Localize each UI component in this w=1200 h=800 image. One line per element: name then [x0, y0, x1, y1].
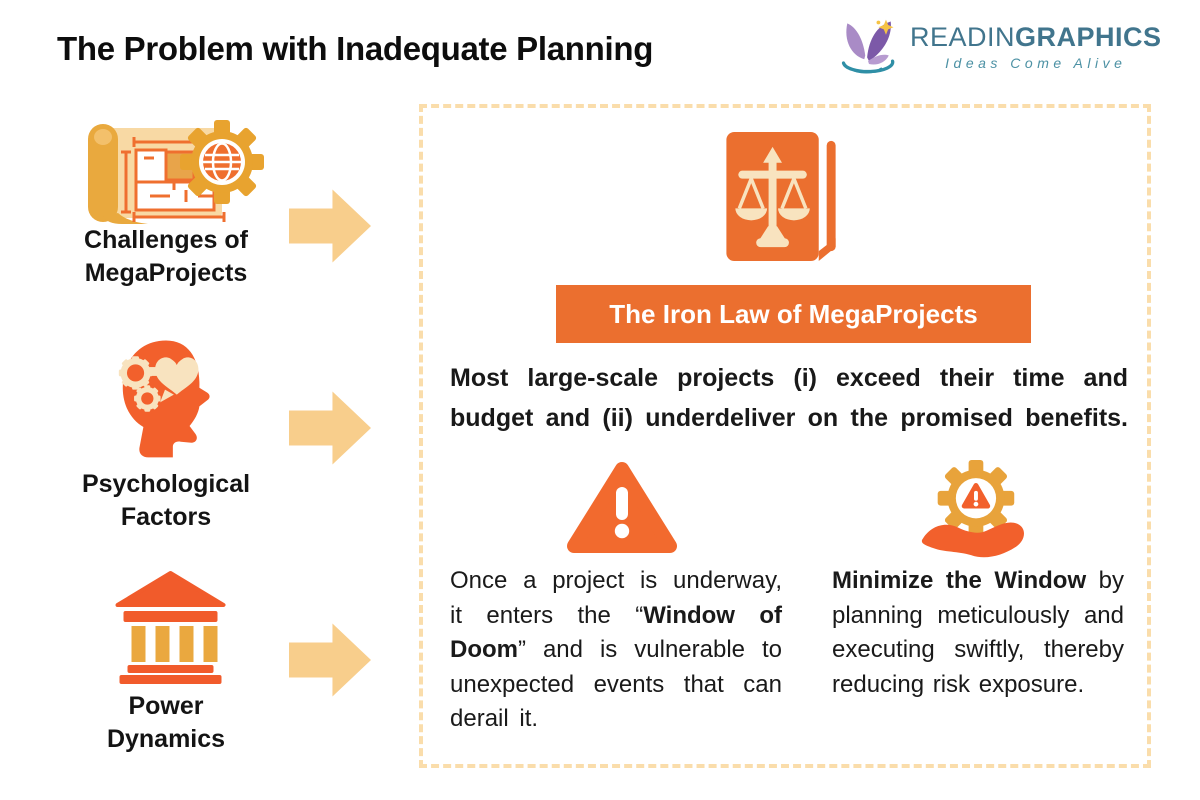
sidebar-item-psychological-line1: Psychological: [81, 470, 251, 498]
brand-tagline: Ideas Come Alive: [945, 55, 1127, 72]
doom-text-after: ” and is vulnerable to unexpected events…: [450, 636, 782, 732]
minimize-text-after: by planning meticulously and executing s…: [832, 567, 1125, 698]
sidebar-item-psychological-line2: Factors: [120, 503, 212, 531]
minimize-bold-phrase: Minimize the Window: [832, 567, 1087, 594]
doom-text-before: Once a project is underway, it enters th…: [450, 567, 782, 629]
brand-name: READINGRAPHICS: [910, 21, 1162, 53]
page-title: The Problem with Inadequate Planning: [57, 30, 654, 67]
iron-law-banner: The Iron Law of MegaProjects: [556, 285, 1031, 343]
sidebar-item-power-line2: Dynamics: [106, 725, 226, 753]
sidebar-item-power-line1: Power: [128, 692, 204, 720]
brand-name-regular: READIN: [910, 21, 1016, 52]
bank-building-icon: [115, 571, 226, 684]
brand-logo: READINGRAPHICS Ideas Come Alive: [836, 14, 1162, 80]
gear-in-hand-icon: [921, 459, 1024, 558]
window-of-doom-text: Once a project is underway, it enters th…: [450, 564, 782, 737]
iron-law-text: Most large-scale projects (i) exceed the…: [450, 364, 1128, 432]
right-arrow-icon: [289, 623, 371, 697]
minimize-window-text: Minimize the Window by planning meticulo…: [832, 564, 1124, 702]
brand-logo-text: READINGRAPHICS Ideas Come Alive: [910, 21, 1162, 72]
iron-law-panel: The Iron Law of MegaProjects Most large-…: [419, 104, 1151, 768]
doom-bold-phrase: Window of Doom: [450, 601, 783, 664]
warning-triangle-icon: [567, 462, 677, 553]
law-book-scales-icon: [726, 131, 836, 262]
head-gears-heart-icon: [118, 340, 210, 458]
sidebar-item-challenges-label: Challenges of MegaProjects: [26, 224, 306, 290]
open-book-butterfly-logo-icon: [841, 19, 895, 74]
sidebar-item-challenges-line1: Challenges of: [84, 226, 248, 254]
brand-name-bold: GRAPHICS: [1015, 21, 1162, 52]
sidebar-item-challenges-line2: MegaProjects: [84, 259, 248, 287]
right-arrow-icon: [289, 391, 371, 465]
blueprint-gear-globe-icon: [88, 120, 264, 224]
